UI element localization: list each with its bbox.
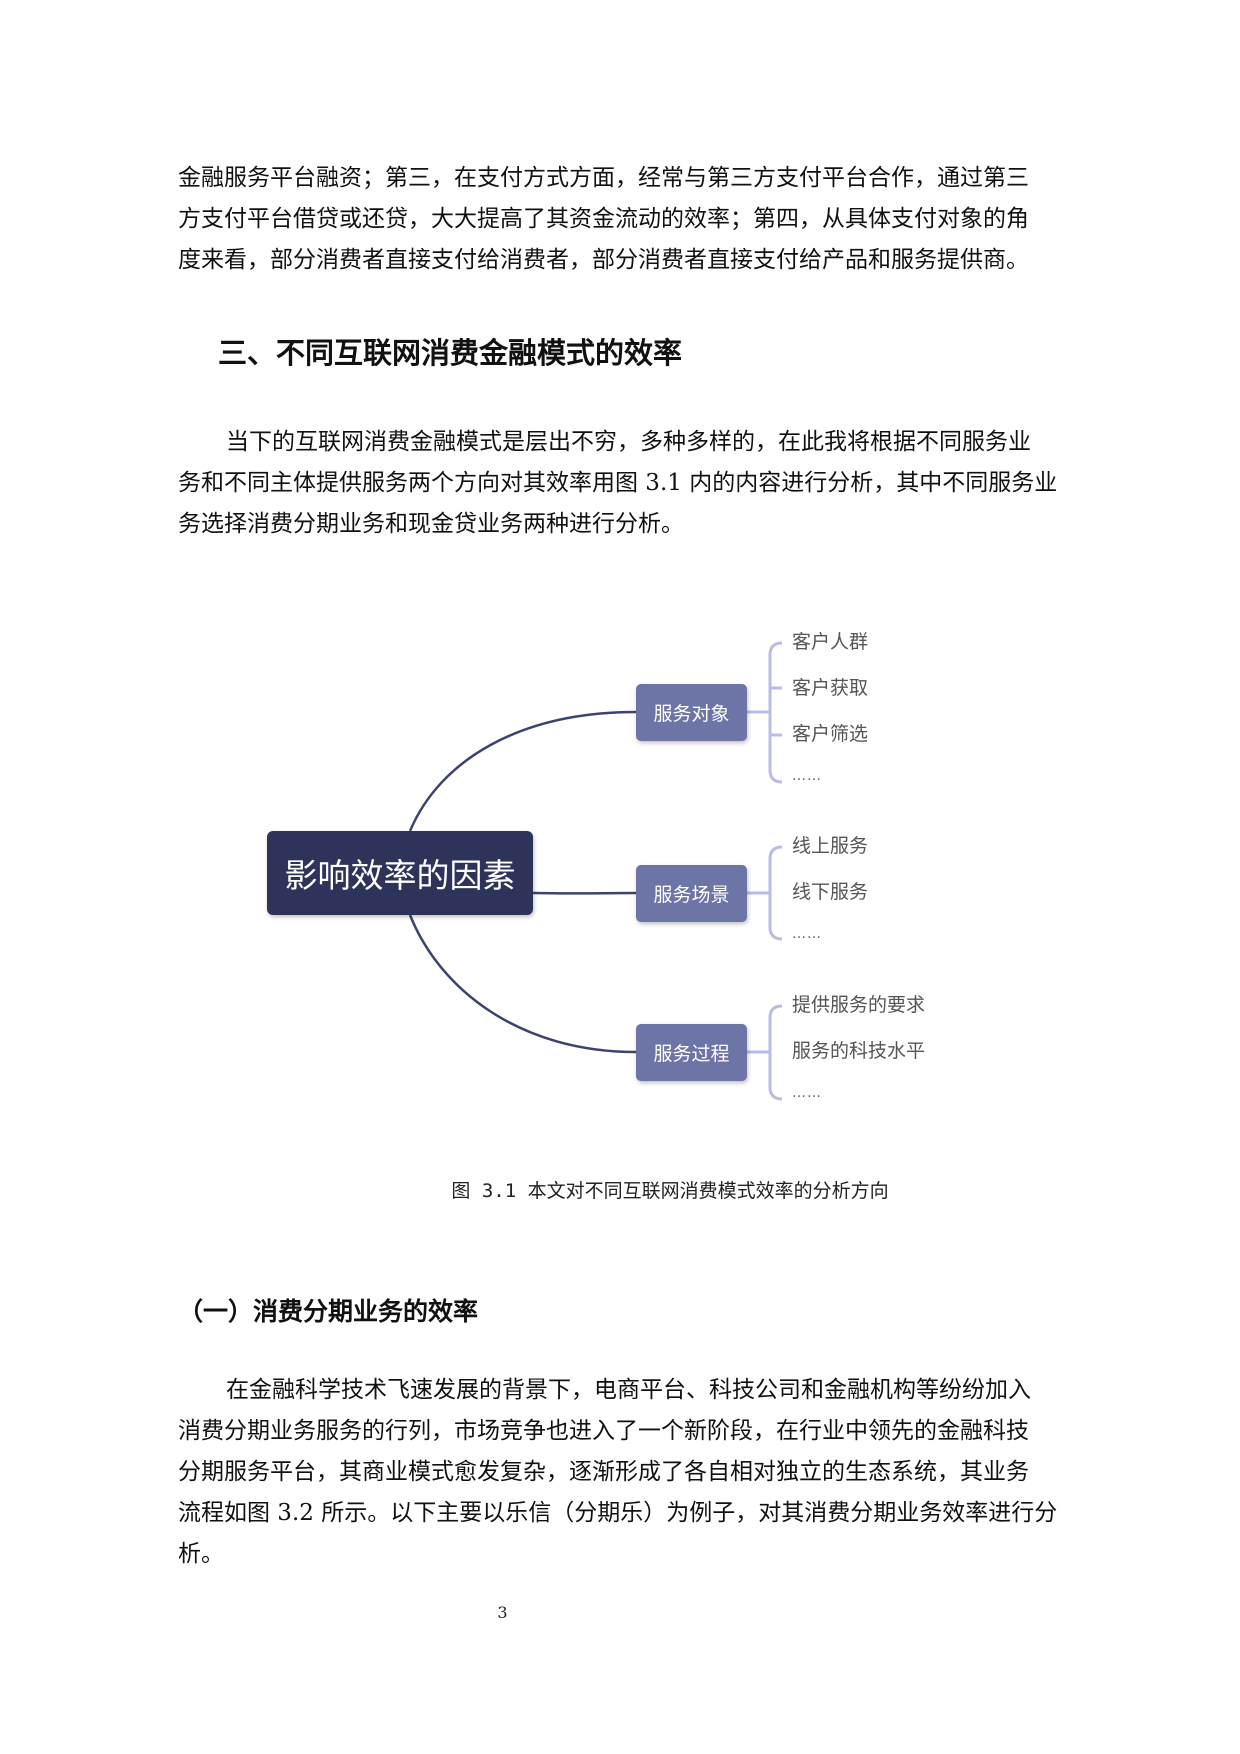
mindmap-leaf-ellipsis: ……: [792, 768, 822, 784]
text-line: 金融服务平台融资；第三，在支付方式方面，经常与第三方支付平台合作，通过第三: [178, 165, 1029, 191]
text-line: 务和不同主体提供服务两个方向对其效率用图 3.1 内的内容进行分析，其中不同服务…: [178, 470, 1058, 496]
mindmap-leaf-ellipsis: ……: [792, 1085, 822, 1101]
mindmap-leaf: 线上服务: [792, 835, 869, 857]
text-line: 消费分期业务服务的行列，市场竞争也进入了一个新阶段，在行业中领先的金融科技: [178, 1418, 1029, 1444]
text-line: 度来看，部分消费者直接支付给消费者，部分消费者直接支付给产品和服务提供商。: [178, 247, 1029, 273]
text-line: 务选择消费分期业务和现金贷业务两种进行分析。: [178, 511, 684, 537]
section-paragraph: 当下的互联网消费金融模式是层出不穷，多种多样的，在此我将根据不同服务业 务和不同…: [178, 422, 1118, 545]
text-line: 方支付平台借贷或还贷，大大提高了其资金流动的效率；第四，从具体支付对象的角: [178, 206, 1029, 232]
figure-caption: 图 3.1 本文对不同互联网消费模式效率的分析方向: [451, 1180, 889, 1202]
page-number: 3: [497, 1603, 508, 1622]
section-heading: 三、不同互联网消费金融模式的效率: [218, 336, 683, 370]
intro-paragraph: 金融服务平台融资；第三，在支付方式方面，经常与第三方支付平台合作，通过第三 方支…: [178, 158, 1118, 281]
mindmap-leaf: 客户筛选: [792, 723, 869, 745]
mindmap-root-node: 影响效率的因素: [267, 831, 533, 915]
text-line: 析。: [178, 1541, 224, 1567]
subsection-paragraph: 在金融科学技术飞速发展的背景下，电商平台、科技公司和金融机构等纷纷加入 消费分期…: [178, 1370, 1118, 1575]
text-line: 当下的互联网消费金融模式是层出不穷，多种多样的，在此我将根据不同服务业: [226, 429, 1031, 455]
subsection-heading: （一）消费分期业务的效率: [178, 1297, 479, 1326]
mindmap-leaf: 提供服务的要求: [792, 994, 926, 1016]
mindmap-branch-service-scene: 服务场景: [636, 865, 747, 922]
mindmap-branch-service-target: 服务对象: [636, 684, 747, 741]
text-line: 在金融科学技术飞速发展的背景下，电商平台、科技公司和金融机构等纷纷加入: [226, 1377, 1031, 1403]
mindmap-leaf: 服务的科技水平: [792, 1040, 926, 1062]
mindmap-leaf-ellipsis: ……: [792, 926, 822, 942]
text-line: 流程如图 3.2 所示。以下主要以乐信（分期乐）为例子，对其消费分期业务效率进行…: [178, 1500, 1058, 1526]
text-line: 分期服务平台，其商业模式愈发复杂，逐渐形成了各自相对独立的生态系统，其业务: [178, 1459, 1029, 1485]
mindmap-branch-service-process: 服务过程: [636, 1024, 747, 1081]
mindmap-leaf: 客户获取: [792, 677, 869, 699]
mindmap-leaf: 线下服务: [792, 881, 869, 903]
mindmap-leaf: 客户人群: [792, 631, 869, 653]
